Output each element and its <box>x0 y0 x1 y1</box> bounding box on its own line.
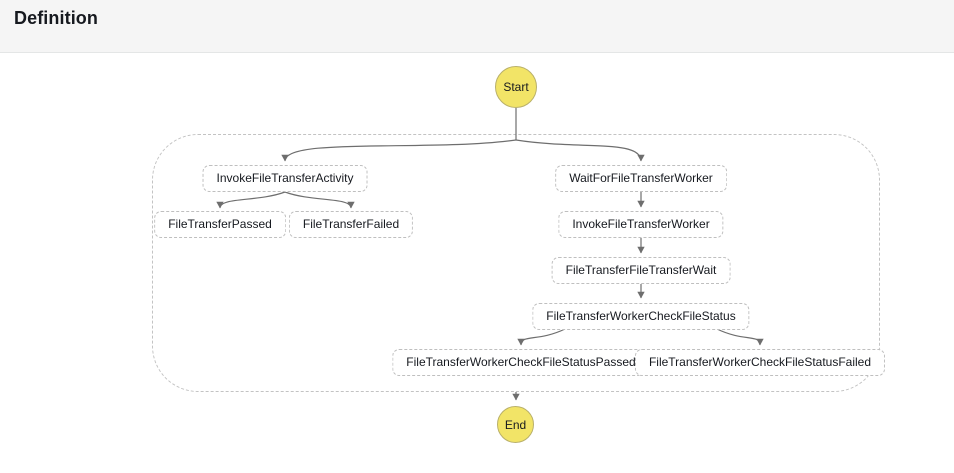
start-node-label: Start <box>503 80 529 94</box>
state-node-invoke-file-transfer-worker[interactable]: InvokeFileTransferWorker <box>558 211 724 238</box>
state-node-file-transfer-file-transfer-wait[interactable]: FileTransferFileTransferWait <box>551 257 731 284</box>
state-node-label: FileTransferWorkerCheckFileStatusPassed <box>406 355 636 369</box>
state-node-file-transfer-failed[interactable]: FileTransferFailed <box>288 211 414 238</box>
state-node-label: FileTransferFailed <box>302 217 400 231</box>
end-node-label: End <box>504 417 527 432</box>
state-node-label: FileTransferFileTransferWait <box>565 263 717 277</box>
state-node-label: WaitForFileTransferWorker <box>569 171 713 185</box>
state-node-wait-for-file-transfer-worker[interactable]: WaitForFileTransferWorker <box>555 165 727 192</box>
page-title: Definition <box>14 8 98 28</box>
start-node: Start <box>495 66 537 108</box>
end-node: End <box>497 406 534 443</box>
state-node-label: FileTransferWorkerCheckFileStatus <box>546 309 736 323</box>
state-node-label: InvokeFileTransferWorker <box>572 217 710 231</box>
definition-header: Definition <box>0 0 954 53</box>
state-node-file-transfer-worker-check-file-status[interactable]: FileTransferWorkerCheckFileStatus <box>532 303 750 330</box>
state-node-file-transfer-passed[interactable]: FileTransferPassed <box>154 211 286 238</box>
state-node-label: FileTransferWorkerCheckFileStatusFailed <box>648 355 872 369</box>
state-node-label: InvokeFileTransferActivity <box>216 171 354 185</box>
state-node-invoke-file-transfer-activity[interactable]: InvokeFileTransferActivity <box>202 165 368 192</box>
state-node-label: FileTransferPassed <box>168 217 272 231</box>
state-node-file-transfer-worker-check-file-status-failed[interactable]: FileTransferWorkerCheckFileStatusFailed <box>634 349 886 376</box>
state-node-file-transfer-worker-check-file-status-passed[interactable]: FileTransferWorkerCheckFileStatusPassed <box>392 349 650 376</box>
workflow-graph-canvas <box>0 54 954 473</box>
